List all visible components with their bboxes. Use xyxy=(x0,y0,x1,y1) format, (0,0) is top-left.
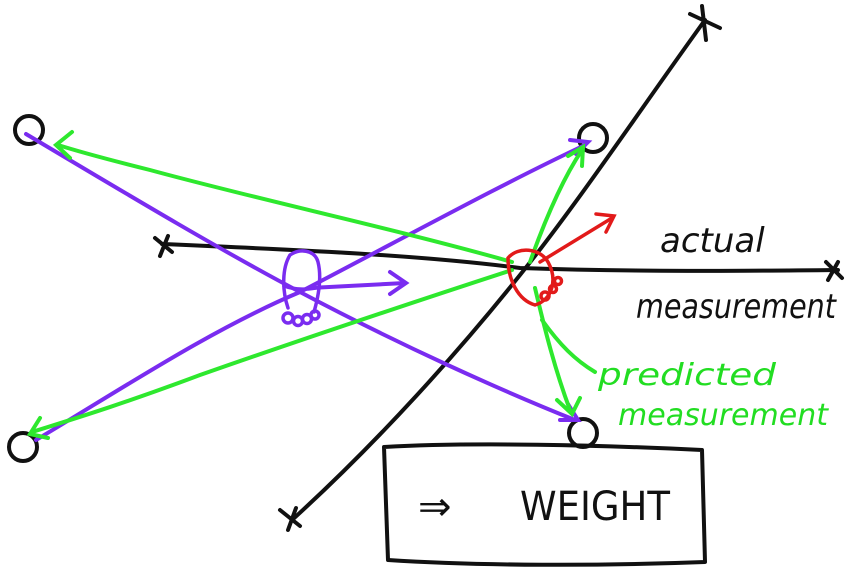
green-label-leader xyxy=(540,318,597,374)
landmark-bottom-left xyxy=(7,431,39,463)
robot-toe-1 xyxy=(281,311,295,325)
green-ray-top-right xyxy=(528,148,584,264)
landmark-top-right xyxy=(577,122,609,154)
red-toe-1 xyxy=(539,290,551,302)
robot-heading-arrow xyxy=(308,281,407,290)
red-robot-body xyxy=(506,248,555,307)
weight-box: ⇒ WEIGHT xyxy=(382,442,707,567)
labels: actual measurement predicted measurement xyxy=(597,221,838,433)
green-arrowhead-bottom-right xyxy=(555,396,582,418)
robot-icon xyxy=(281,249,322,328)
actual-label-line2: measurement xyxy=(636,287,837,327)
red-robot-pose xyxy=(506,212,617,307)
weight-box-frame xyxy=(382,442,707,567)
robot-toe-4 xyxy=(309,309,321,321)
green-arrowhead-top-left xyxy=(52,130,74,160)
predicted-label-line2: measurement xyxy=(618,398,829,433)
diagonal-axis xyxy=(290,18,707,522)
actual-label-line1: actual xyxy=(660,221,765,261)
landmark-top-left xyxy=(13,114,45,146)
weight-arrow-symbol: ⇒ xyxy=(418,484,452,530)
x-mark-left xyxy=(153,234,174,258)
robot-band xyxy=(282,284,322,291)
black-axes xyxy=(153,4,844,532)
x-mark-right xyxy=(824,260,844,282)
red-toe-3 xyxy=(552,275,564,287)
predicted-label-line1: predicted xyxy=(597,358,777,393)
landmark-bottom-right xyxy=(567,417,599,449)
purple-ray-2 xyxy=(34,143,587,442)
robot-heading-arrowhead xyxy=(388,270,410,296)
purple-rays xyxy=(24,132,593,442)
green-ray-bottom-left xyxy=(30,268,514,434)
green-arrowhead-bottom-left xyxy=(26,416,50,440)
red-heading-arrow xyxy=(538,216,614,264)
weight-text: WEIGHT xyxy=(520,484,671,530)
robot-body xyxy=(282,249,322,314)
landmark-circles xyxy=(7,114,609,463)
red-toe-2 xyxy=(547,283,559,295)
x-mark-bottom xyxy=(278,506,302,532)
red-heading-arrowhead xyxy=(594,212,617,234)
green-arrowhead-top-right xyxy=(566,143,586,168)
green-ray-top-left xyxy=(56,143,514,264)
x-mark-top-right xyxy=(688,4,722,42)
horizontal-axis xyxy=(160,242,840,273)
